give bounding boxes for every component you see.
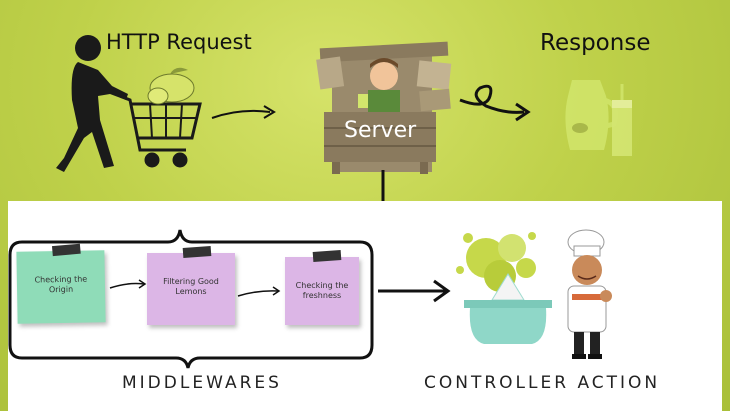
brace-outline xyxy=(8,229,374,369)
shopper-figure xyxy=(56,35,128,172)
lemonade-stand xyxy=(316,41,452,174)
controller-action-caption: CONTROLLER ACTION xyxy=(424,373,661,393)
middleware-note-freshness: Checking the freshness xyxy=(285,250,359,325)
response-label: Response xyxy=(540,30,651,56)
chef xyxy=(567,229,612,359)
tape-icon xyxy=(182,246,212,258)
middleware-note-text: Checking the freshness xyxy=(295,281,349,300)
middleware-arrow-b xyxy=(237,290,279,297)
shopping-cart xyxy=(119,94,202,168)
juice-splash xyxy=(456,232,536,292)
middleware-note-origin: Checking the Origin xyxy=(16,243,106,324)
lemons-in-cart xyxy=(147,67,195,105)
middleware-note-text: Filtering Good Lemons xyxy=(163,277,219,296)
middleware-note-text: Checking the Origin xyxy=(34,274,88,295)
middlewares-caption: MIDDLEWARES xyxy=(122,373,282,393)
request-arrow xyxy=(211,109,271,119)
lemonade-jug xyxy=(565,80,632,156)
middleware-note-filtering: Filtering Good Lemons xyxy=(147,246,235,325)
server-label: Server xyxy=(344,118,417,143)
http-request-label: HTTP Request xyxy=(106,30,252,54)
tape-icon xyxy=(312,250,342,262)
juicer xyxy=(464,273,552,344)
response-arrow xyxy=(459,84,525,114)
middleware-arrow-a xyxy=(109,282,145,289)
tape-icon xyxy=(51,243,81,257)
